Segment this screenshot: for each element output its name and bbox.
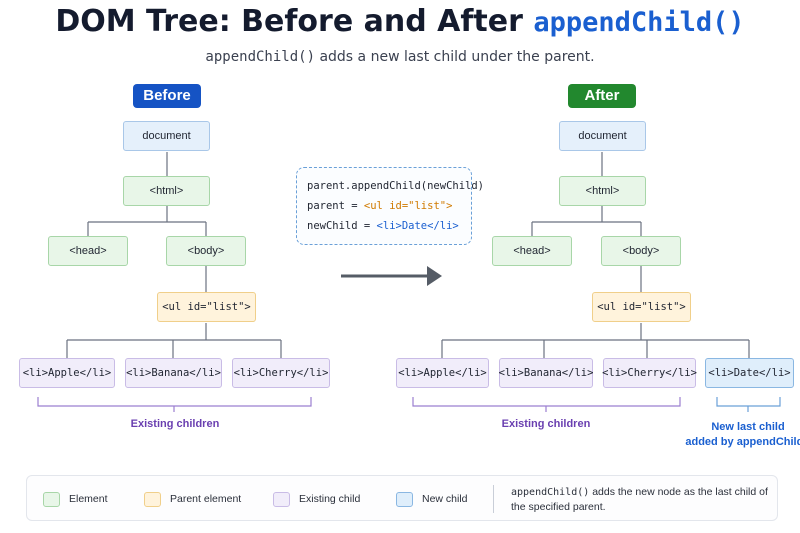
after-node-head: <head> [492, 236, 572, 266]
title-code: appendChild() [533, 7, 745, 38]
after-node-cherry: <li>Cherry</li> [602, 358, 697, 388]
after-node-html: <html> [559, 176, 646, 206]
code-line-3-value: <li>Date</li> [376, 220, 459, 232]
before-node-ul: <ul id="list"> [157, 292, 256, 322]
bracket-existing-after [412, 397, 681, 407]
after-node-ul: <ul id="list"> [592, 292, 691, 322]
before-node-head: <head> [48, 236, 128, 266]
after-caption-new-1: New last child [711, 421, 785, 433]
title-text: DOM Tree: Before and After [55, 4, 534, 39]
after-label: After [568, 84, 636, 108]
before-caption-existing: Existing children [130, 418, 220, 430]
page-title: DOM Tree: Before and After appendChild() [0, 4, 800, 39]
before-node-apple: <li>Apple</li> [19, 358, 115, 388]
code-line-3: newChild = <li>Date</li> [307, 220, 471, 240]
legend-swatch-parent [144, 492, 161, 507]
legend-swatch-element [43, 492, 60, 507]
legend-label-element: Element [69, 493, 108, 505]
legend-note-code: appendChild() [511, 487, 590, 498]
legend-note: appendChild() adds the new node as the l… [511, 485, 773, 515]
code-line-2: parent = <ul id="list"> [307, 200, 471, 220]
legend-note-text: adds the new node as the last child of t… [511, 486, 768, 513]
before-node-document: document [123, 121, 210, 151]
after-node-date: <li>Date</li> [705, 358, 794, 388]
legend-label-new: New child [422, 493, 468, 505]
after-node-apple: <li>Apple</li> [396, 358, 489, 388]
legend: Element Parent element Existing child Ne… [26, 475, 778, 521]
code-line-2-value: <ul id="list"> [363, 200, 453, 212]
legend-swatch-new [396, 492, 413, 507]
legend-divider [493, 485, 494, 513]
legend-label-existing: Existing child [299, 493, 361, 505]
before-label: Before [133, 84, 201, 108]
bracket-new [716, 397, 781, 407]
before-node-banana: <li>Banana</li> [125, 358, 222, 388]
after-node-document: document [559, 121, 646, 151]
subtitle-code: appendChild() [205, 49, 315, 65]
before-node-body: <body> [166, 236, 246, 266]
code-box: parent.appendChild(newChild) parent = <u… [296, 167, 485, 245]
page-subtitle: appendChild() adds a new last child unde… [0, 49, 800, 65]
bracket-existing-before [37, 397, 312, 407]
subtitle-text: adds a new last child under the parent. [315, 49, 595, 65]
code-line-2-prefix: parent = [307, 200, 364, 212]
before-node-cherry: <li>Cherry</li> [232, 358, 330, 388]
after-caption-new-2: added by appendChild() [685, 436, 800, 448]
legend-swatch-existing [273, 492, 290, 507]
before-node-html: <html> [123, 176, 210, 206]
code-line-3-prefix: newChild = [307, 220, 377, 232]
legend-label-parent: Parent element [170, 493, 242, 505]
after-caption-existing: Existing children [501, 418, 591, 430]
code-line-1: parent.appendChild(newChild) [307, 180, 485, 192]
transition-arrow [341, 266, 442, 286]
after-node-body: <body> [601, 236, 681, 266]
after-node-banana: <li>Banana</li> [499, 358, 593, 388]
